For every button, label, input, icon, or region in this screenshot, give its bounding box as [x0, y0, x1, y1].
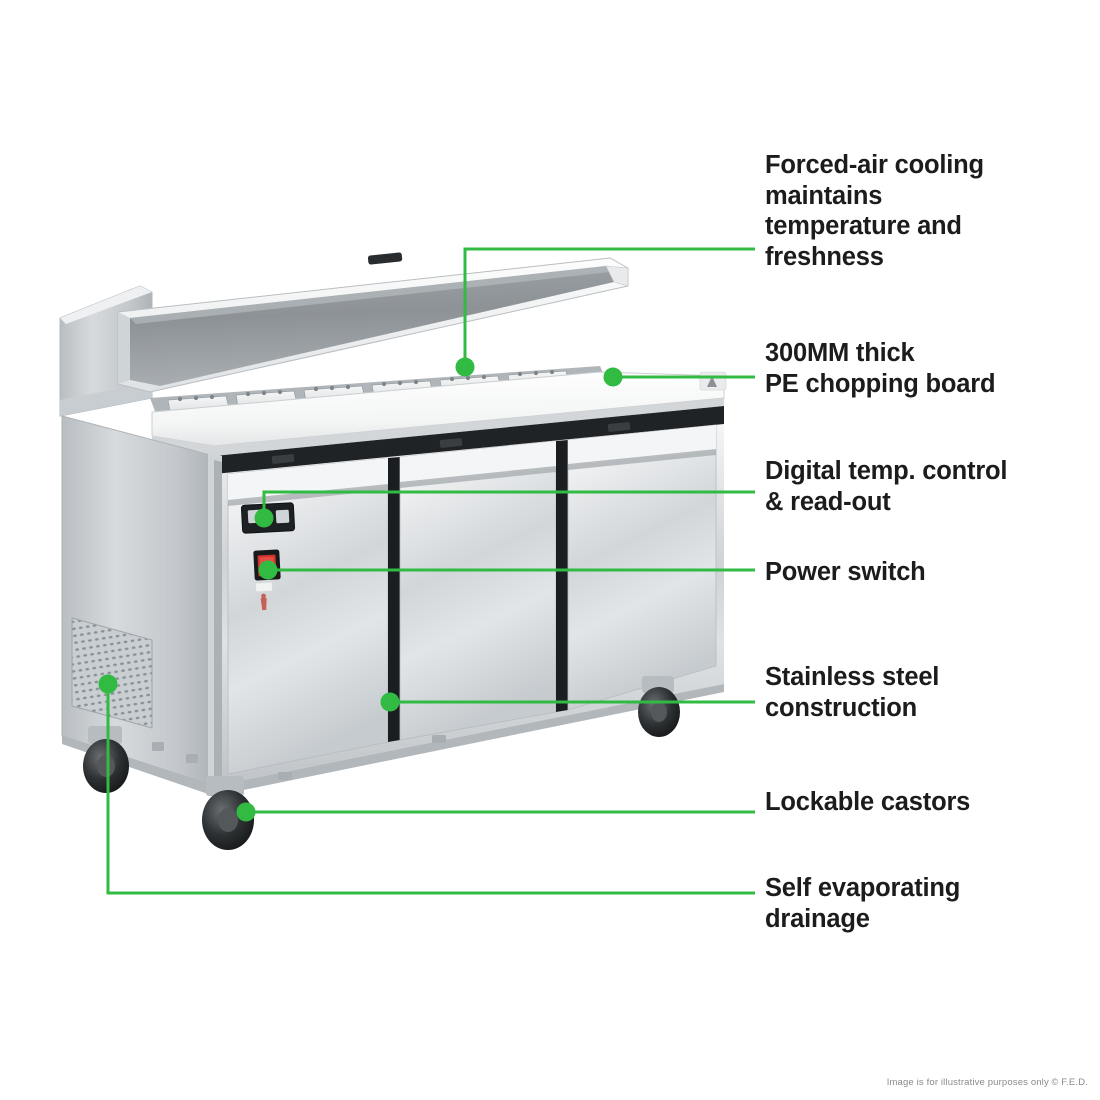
hinged-lid [117, 252, 629, 393]
callout-anchor-dot-stainless-steel-construction [380, 692, 400, 712]
callout-text-line: Digital temp. control [765, 457, 1008, 485]
callout-text-line: Lockable castors [765, 788, 971, 816]
callout-anchor-dot-power-switch [258, 560, 278, 580]
door-gasket-2 [556, 440, 568, 712]
callout-leader-line-digital-temp-control [262, 490, 755, 518]
door-right[interactable] [567, 424, 717, 711]
lid-handle [367, 252, 403, 265]
callout-label-digital-temp-control: Digital temp. control & read-out [765, 456, 1095, 517]
callout-text-line: construction [765, 693, 918, 722]
door-hinges [271, 422, 631, 464]
product-image [59, 252, 727, 850]
door-gasket-1 [388, 457, 400, 742]
callout-text-line: drainage [765, 904, 870, 933]
callout-text-line: maintains [765, 181, 883, 210]
ventilation-grille [71, 617, 153, 729]
callout-text-line: freshness [765, 242, 884, 271]
callout-text-line: Power switch [765, 558, 926, 586]
callout-text-line: PE chopping board [765, 369, 996, 398]
callout-label-forced-air-cooling: Forced-air cooling maintains temperature… [765, 150, 1085, 272]
warning-sticker [260, 593, 267, 611]
callout-anchor-dot-self-evaporating-drainage [98, 674, 118, 694]
castor-rear-left [83, 726, 129, 793]
callout-label-lockable-castors: Lockable castors [765, 787, 1085, 818]
brand-name: F.E.D. [1061, 1077, 1088, 1088]
callout-anchor-dot-chopping-board [603, 367, 623, 387]
copyright-icon: © [1051, 1077, 1059, 1087]
callout-text-line: Forced-air cooling [765, 151, 984, 179]
callout-label-power-switch: Power switch [765, 557, 1085, 588]
callout-anchor-dot-forced-air-cooling [455, 357, 475, 377]
callout-text-line: & read-out [765, 487, 891, 516]
callout-text-line: 300MM thick [765, 339, 915, 367]
switch-label [255, 582, 273, 592]
callout-text-line: Stainless steel [765, 663, 940, 691]
castor-front-right [638, 676, 680, 737]
callout-label-chopping-board: 300MM thick PE chopping board [765, 338, 1085, 399]
callout-text-line: temperature and [765, 212, 962, 240]
callout-leader-line-forced-air-cooling [463, 247, 755, 367]
footer-disclaimer: Image is for illustrative purposes only … [887, 1077, 1088, 1088]
callout-leader-line-self-evaporating-drainage [106, 684, 755, 895]
callout-label-stainless-steel-construction: Stainless steel construction [765, 662, 1085, 723]
callout-anchor-dot-digital-temp-control [254, 508, 274, 528]
disclaimer-text: Image is for illustrative purposes only [886, 1077, 1049, 1088]
door-middle[interactable] [399, 440, 557, 741]
callout-anchor-dot-lockable-castors [236, 802, 256, 822]
base-brackets [152, 735, 446, 780]
product-illustration [59, 252, 727, 850]
door-group [227, 422, 717, 775]
callout-label-self-evaporating-drainage: Self evaporating drainage [765, 873, 1085, 934]
callout-text-line: Self evaporating [765, 874, 961, 902]
